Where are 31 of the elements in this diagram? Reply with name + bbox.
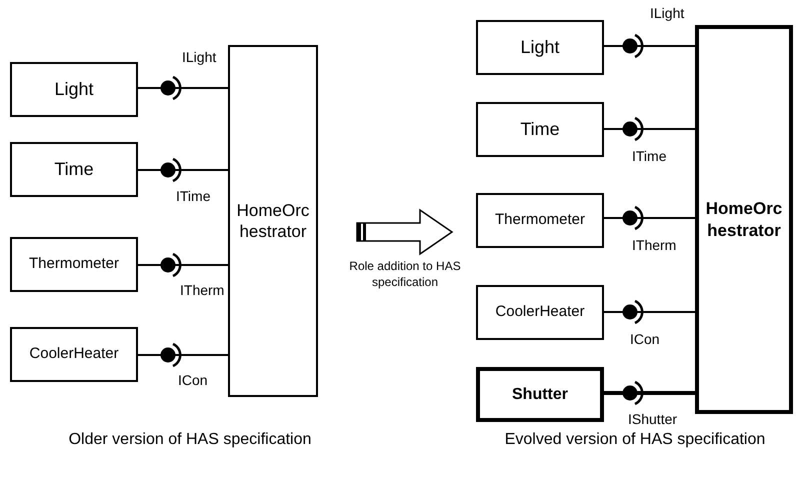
- connector-line: [604, 45, 695, 47]
- interface-label: ITime: [632, 149, 666, 163]
- component-box: Thermometer: [476, 193, 604, 248]
- component-box: Shutter: [476, 367, 604, 422]
- connector-line: [604, 217, 695, 219]
- component-box: Time: [10, 142, 138, 197]
- connector-line: [138, 87, 228, 89]
- component-box: Thermometer: [10, 237, 138, 292]
- interface-label: IShutter: [628, 412, 678, 426]
- component-box: HomeOrc hestrator: [228, 45, 318, 397]
- component-box: Light: [476, 20, 604, 75]
- component-box: CoolerHeater: [476, 285, 604, 340]
- connector-line: [604, 311, 695, 313]
- interface-label: ILight: [650, 6, 684, 20]
- connector-line: [604, 128, 695, 130]
- connector-line: [138, 169, 228, 171]
- interface-label: ITherm: [180, 283, 224, 297]
- component-box: Time: [476, 102, 604, 157]
- arrow-label: Role addition to HAS specification: [348, 258, 462, 290]
- component-box: CoolerHeater: [10, 327, 138, 382]
- interface-label: ILight: [182, 50, 216, 64]
- interface-label: ITime: [176, 189, 210, 203]
- component-box: HomeOrc hestrator: [695, 25, 793, 414]
- interface-label: ITherm: [632, 238, 676, 252]
- connector-line: [138, 264, 228, 266]
- interface-label: ICon: [178, 373, 208, 387]
- connector-line: [138, 354, 228, 356]
- caption: Evolved version of HAS specification: [504, 430, 766, 450]
- caption: Older version of HAS specification: [68, 430, 312, 450]
- component-box: Light: [10, 62, 138, 117]
- interface-label: ICon: [630, 332, 660, 346]
